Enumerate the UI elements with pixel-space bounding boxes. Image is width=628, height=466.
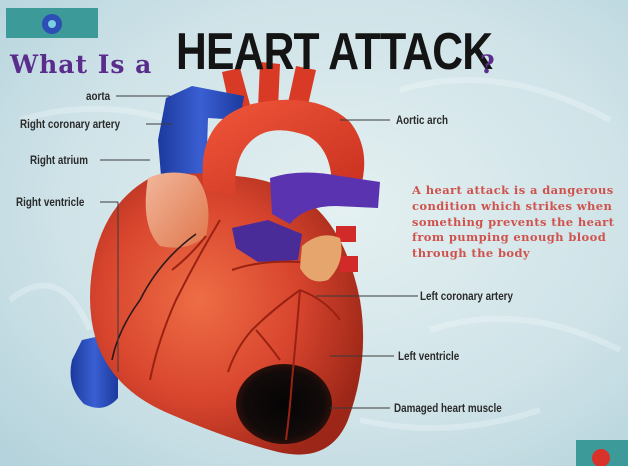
description-line: from pumping enough blood (412, 230, 624, 246)
label-left-coronary-artery: Left coronary artery (420, 289, 513, 303)
description-line: something prevents the heart (412, 215, 624, 231)
label-aorta: aorta (86, 89, 110, 103)
right-atrium (146, 172, 209, 247)
description: A heart attack is a dangerous condition … (412, 183, 624, 262)
label-right-ventricle: Right ventricle (16, 195, 84, 209)
corner-decoration-top-left (6, 8, 98, 38)
description-line: A heart attack is a dangerous (412, 183, 624, 199)
label-right-atrium: Right atrium (30, 153, 88, 167)
label-aortic-arch: Aortic arch (396, 113, 448, 127)
label-right-coronary-artery: Right coronary artery (20, 117, 120, 131)
title-main: HEART ATTACK (176, 22, 492, 82)
label-left-ventricle: Left ventricle (398, 349, 459, 363)
damaged-area (236, 364, 332, 444)
label-damaged-heart-muscle: Damaged heart muscle (394, 401, 502, 415)
corner-decoration-bottom-right (576, 440, 628, 466)
description-line: through the body (412, 246, 624, 262)
description-line: condition which strikes when (412, 199, 624, 215)
title-prefix: What Is a (10, 50, 152, 79)
title-suffix: ? (480, 50, 495, 79)
